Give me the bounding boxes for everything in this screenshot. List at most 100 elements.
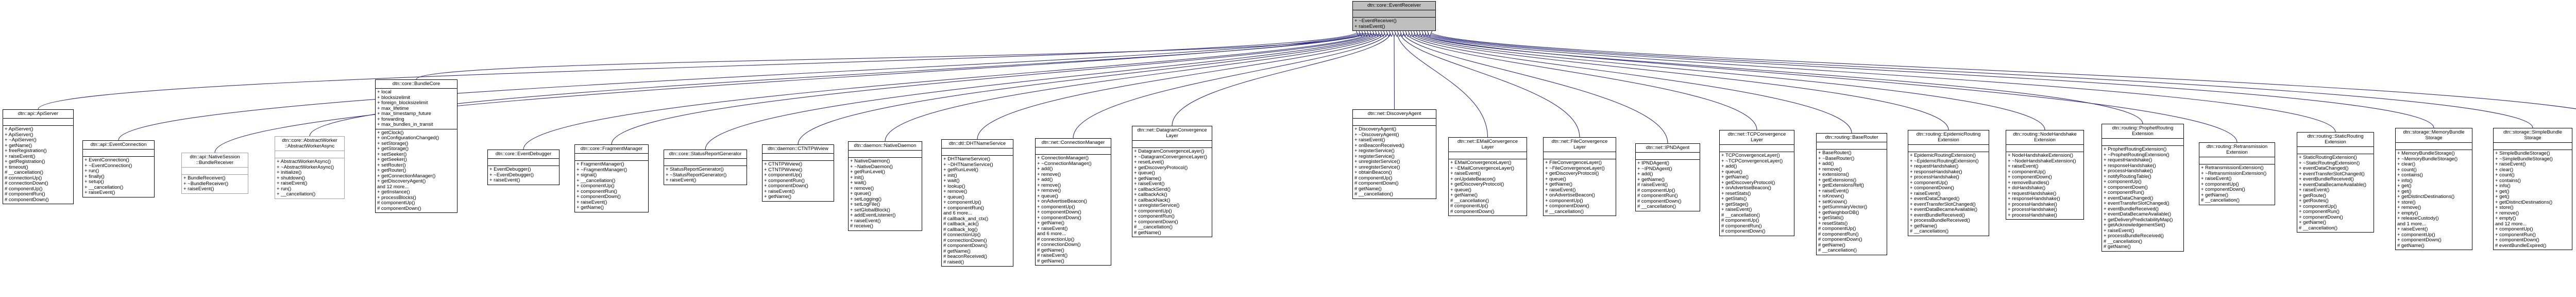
class-operation-row: # __cancellation() [1637, 204, 1676, 209]
inheritance-edge [416, 31, 1369, 80]
class-operation-row: # componentUp() [1450, 203, 1488, 209]
class-node-epidemicrouting[interactable]: dtn::routing::EpidemicRouting Extension+… [1908, 130, 1989, 236]
class-operation-row: + ~DHTNameService() [943, 161, 993, 168]
class-node-eventdebugger[interactable]: dtn::core::EventDebugger+ EventDebugger(… [487, 150, 560, 185]
class-operation-row: # connectionDown() [1037, 242, 1081, 248]
class-node-tcpconvlayer[interactable]: dtn::net::TCPConvergence Layer+ TCPConve… [1719, 130, 1794, 236]
class-node-title: dtn::core::EventDebugger [488, 150, 559, 159]
inheritance-edge [798, 31, 1380, 145]
class-operation-row: + componentUp() [577, 183, 615, 189]
class-node-dgconvlayer[interactable]: dtn::net::DatagramConvergence Layer+ Dat… [1132, 126, 1212, 237]
class-operation-row: + componentUp() [2104, 179, 2142, 185]
class-operation-row: + raiseEvent() [277, 180, 308, 186]
class-operation-row: + processBundleReceived() [2104, 233, 2164, 239]
class-operation-row: + getName() [1134, 175, 1162, 182]
class-operation-row: # callback_ack() [943, 221, 979, 227]
class-operation-row: + ~AbstractWorkerAsync() [277, 164, 334, 170]
class-node-apiserver[interactable]: dtn::api::ApiServer+ ApiServer()+ ApiSer… [3, 109, 74, 204]
class-operation-row: + get() [2397, 183, 2412, 189]
class-node-attributes [1353, 119, 1436, 126]
class-operation-row: + raiseEvent() [2008, 163, 2039, 169]
class-node-fragmentmanager[interactable]: dtn::core::FragmentManager+ FragmentMana… [574, 144, 649, 212]
class-node-ctntpwview[interactable]: dtn::daemon::CTNTPWview+ CTNTPWview()+ C… [762, 144, 834, 202]
class-node-operations: + DatagramConvergenceLayer()+ ~DatagramC… [1132, 148, 1212, 237]
class-node-abstractworkerasync[interactable]: dtn::core::AbstractWorker ::AbstractWork… [275, 136, 345, 199]
class-operation-row: # componentRun() [1818, 231, 1859, 237]
class-operation-row: + eventBundleReceived() [1910, 212, 1965, 218]
class-operation-row: + ~EventDebugger() [489, 172, 534, 178]
class-operation-row: + getName() [2299, 220, 2327, 225]
class-node-simplebundlestorage[interactable]: dtn::storage::SimpleBundle Storage+ Simp… [2493, 128, 2572, 250]
class-node-staticrouting[interactable]: dtn::routing::StaticRouting Extension+ S… [2297, 132, 2374, 233]
class-node-title: dtn::routing::BaseRouter [1817, 134, 1887, 142]
class-operation-row: + componentRun() [2104, 190, 2144, 195]
class-operation-row: # getName() [2397, 242, 2425, 249]
class-node-title: dtn::routing::NodeHandshake Extension [2006, 130, 2083, 145]
class-operation-row: + componentRun() [943, 205, 984, 211]
class-operation-row: + NodeHandshakeExtension() [2008, 153, 2074, 158]
class-node-title: dtn::net::DatagramConvergence Layer [1132, 126, 1212, 141]
class-node-connectionmanager[interactable]: dtn::net::ConnectionManager+ ConnectionM… [1035, 138, 1111, 266]
class-node-nodehandshake[interactable]: dtn::routing::NodeHandshake Extension+ N… [2006, 130, 2084, 220]
class-node-prophetrouting[interactable]: dtn::routing::ProphetRouting Extension+ … [2102, 124, 2184, 252]
class-operation-row: + setStorage() [377, 140, 409, 146]
class-operation-row: + contains() [2397, 172, 2423, 178]
class-node-eventconnection[interactable]: dtn::api::EventConnection+ EventConnecti… [82, 140, 155, 197]
class-node-basicrouter[interactable]: dtn::routing::BaseRouter+ BaseRouter()+ … [1816, 133, 1887, 255]
class-operation-row: + ~SimpleBundleStorage() [2495, 156, 2553, 162]
class-operation-row: # callback_and_ctx() [943, 216, 989, 222]
class-operation-row: + queue() [1037, 193, 1058, 199]
class-operation-row: + componentUp() [1910, 179, 1948, 186]
class-node-operations: + FileConvergenceLayer()+ ~FileConvergen… [1544, 159, 1616, 216]
class-node-bundlecore[interactable]: dtn::core::BundleCore+ local+ blocksizel… [375, 79, 457, 213]
class-operation-row: + componentDown() [764, 183, 808, 189]
class-operation-row: # raiseEvent() [1037, 253, 1068, 258]
class-node-title: dtn::api::EventConnection [83, 141, 154, 150]
class-operation-row: # componentDown() [943, 243, 988, 249]
class-operation-row: + ~EMailConvergenceLayer() [1450, 165, 1515, 171]
class-operation-row: + getName() [1545, 182, 1573, 187]
class-node-attributes [1720, 145, 1794, 152]
class-node-bundlereceiver[interactable]: dtn::api::NativeSession ::BundleReceiver… [181, 153, 248, 194]
class-operation-row: # raised() [943, 259, 964, 265]
class-operation-row: + getDiscoveryProtocol() [1545, 171, 1599, 176]
class-node-memorybundlestorage[interactable]: dtn::storage::MemoryBundle Storage+ Memo… [2395, 128, 2472, 250]
inheritance-edge [309, 31, 1367, 137]
class-operation-row: + DHTNameService() [943, 156, 991, 162]
class-node-operations: + MemoryBundleStorage()+ ~MemoryBundleSt… [2396, 150, 2472, 250]
class-node-retransmission[interactable]: dtn::routing::Retransmission Extension+ … [2199, 142, 2275, 205]
inheritance-edge [1073, 31, 1388, 139]
class-node-attributes [1636, 153, 1700, 160]
class-operation-row: + removeBundles() [2008, 179, 2049, 186]
class-node-attributes [3, 119, 73, 126]
class-operation-row: + empty() [2495, 216, 2516, 221]
class-operation-row: + EMailConvergenceLayer() [1450, 160, 1512, 166]
inheritance-edge [38, 31, 1359, 110]
class-operation-row: + raiseEvent() [489, 177, 520, 183]
class-operation-row: + ~RetransmissionExtension() [2201, 170, 2267, 176]
class-operation-row: + raiseEvent() [577, 199, 607, 205]
class-operation-row: # getName() [1134, 229, 1161, 236]
class-operation-row: + getStats() [1818, 215, 1844, 221]
class-operation-row: and 1 more... [2397, 221, 2426, 227]
class-node-fileconvlayer[interactable]: dtn::net::FileConvergence Layer+ FileCon… [1543, 137, 1616, 216]
class-operation-row: + add() [1037, 166, 1053, 172]
class-node-dtntservices[interactable]: dtn::dtl::DHTNameService+ DHTNameService… [941, 139, 1013, 267]
inheritance-edge [1413, 31, 2045, 130]
class-node-nativedaemon[interactable]: dtn::daemon::NativeDaemon+ NativeDaemon(… [848, 141, 922, 231]
class-operation-row: + setLogging() [850, 196, 882, 202]
class-operation-row: + getName() [764, 194, 792, 200]
class-node-statusreportgenerator[interactable]: dtn::core::StatusReportGenerator+ Status… [664, 150, 747, 185]
class-operation-row: + processBlocks() [377, 194, 416, 201]
class-node-root[interactable]: dtn::core::EventReceiver+ ~EventReceiver… [1352, 1, 1436, 31]
class-node-emailconvlayer[interactable]: dtn::net::EMailConvergence Layer+ EMailC… [1448, 137, 1527, 216]
class-node-discoveryagent[interactable]: dtn::net::DiscoveryAgent+ DiscoveryAgent… [1352, 109, 1436, 199]
class-operation-row: # componentDown() [1450, 208, 1495, 214]
class-node-attributes [1908, 145, 1989, 152]
class-operation-row: + remove() [1037, 171, 1061, 177]
inheritance-edge [1408, 31, 1852, 134]
class-node-ipndagent[interactable]: dtn::net::IPNDAgent+ IPNDAgent()+ ~IPNDA… [1635, 143, 1700, 211]
class-operation-row: + raiseEvent() [183, 186, 214, 192]
class-operation-row: + componentDown() [2201, 187, 2245, 192]
class-operation-row: + remove() [850, 185, 874, 191]
